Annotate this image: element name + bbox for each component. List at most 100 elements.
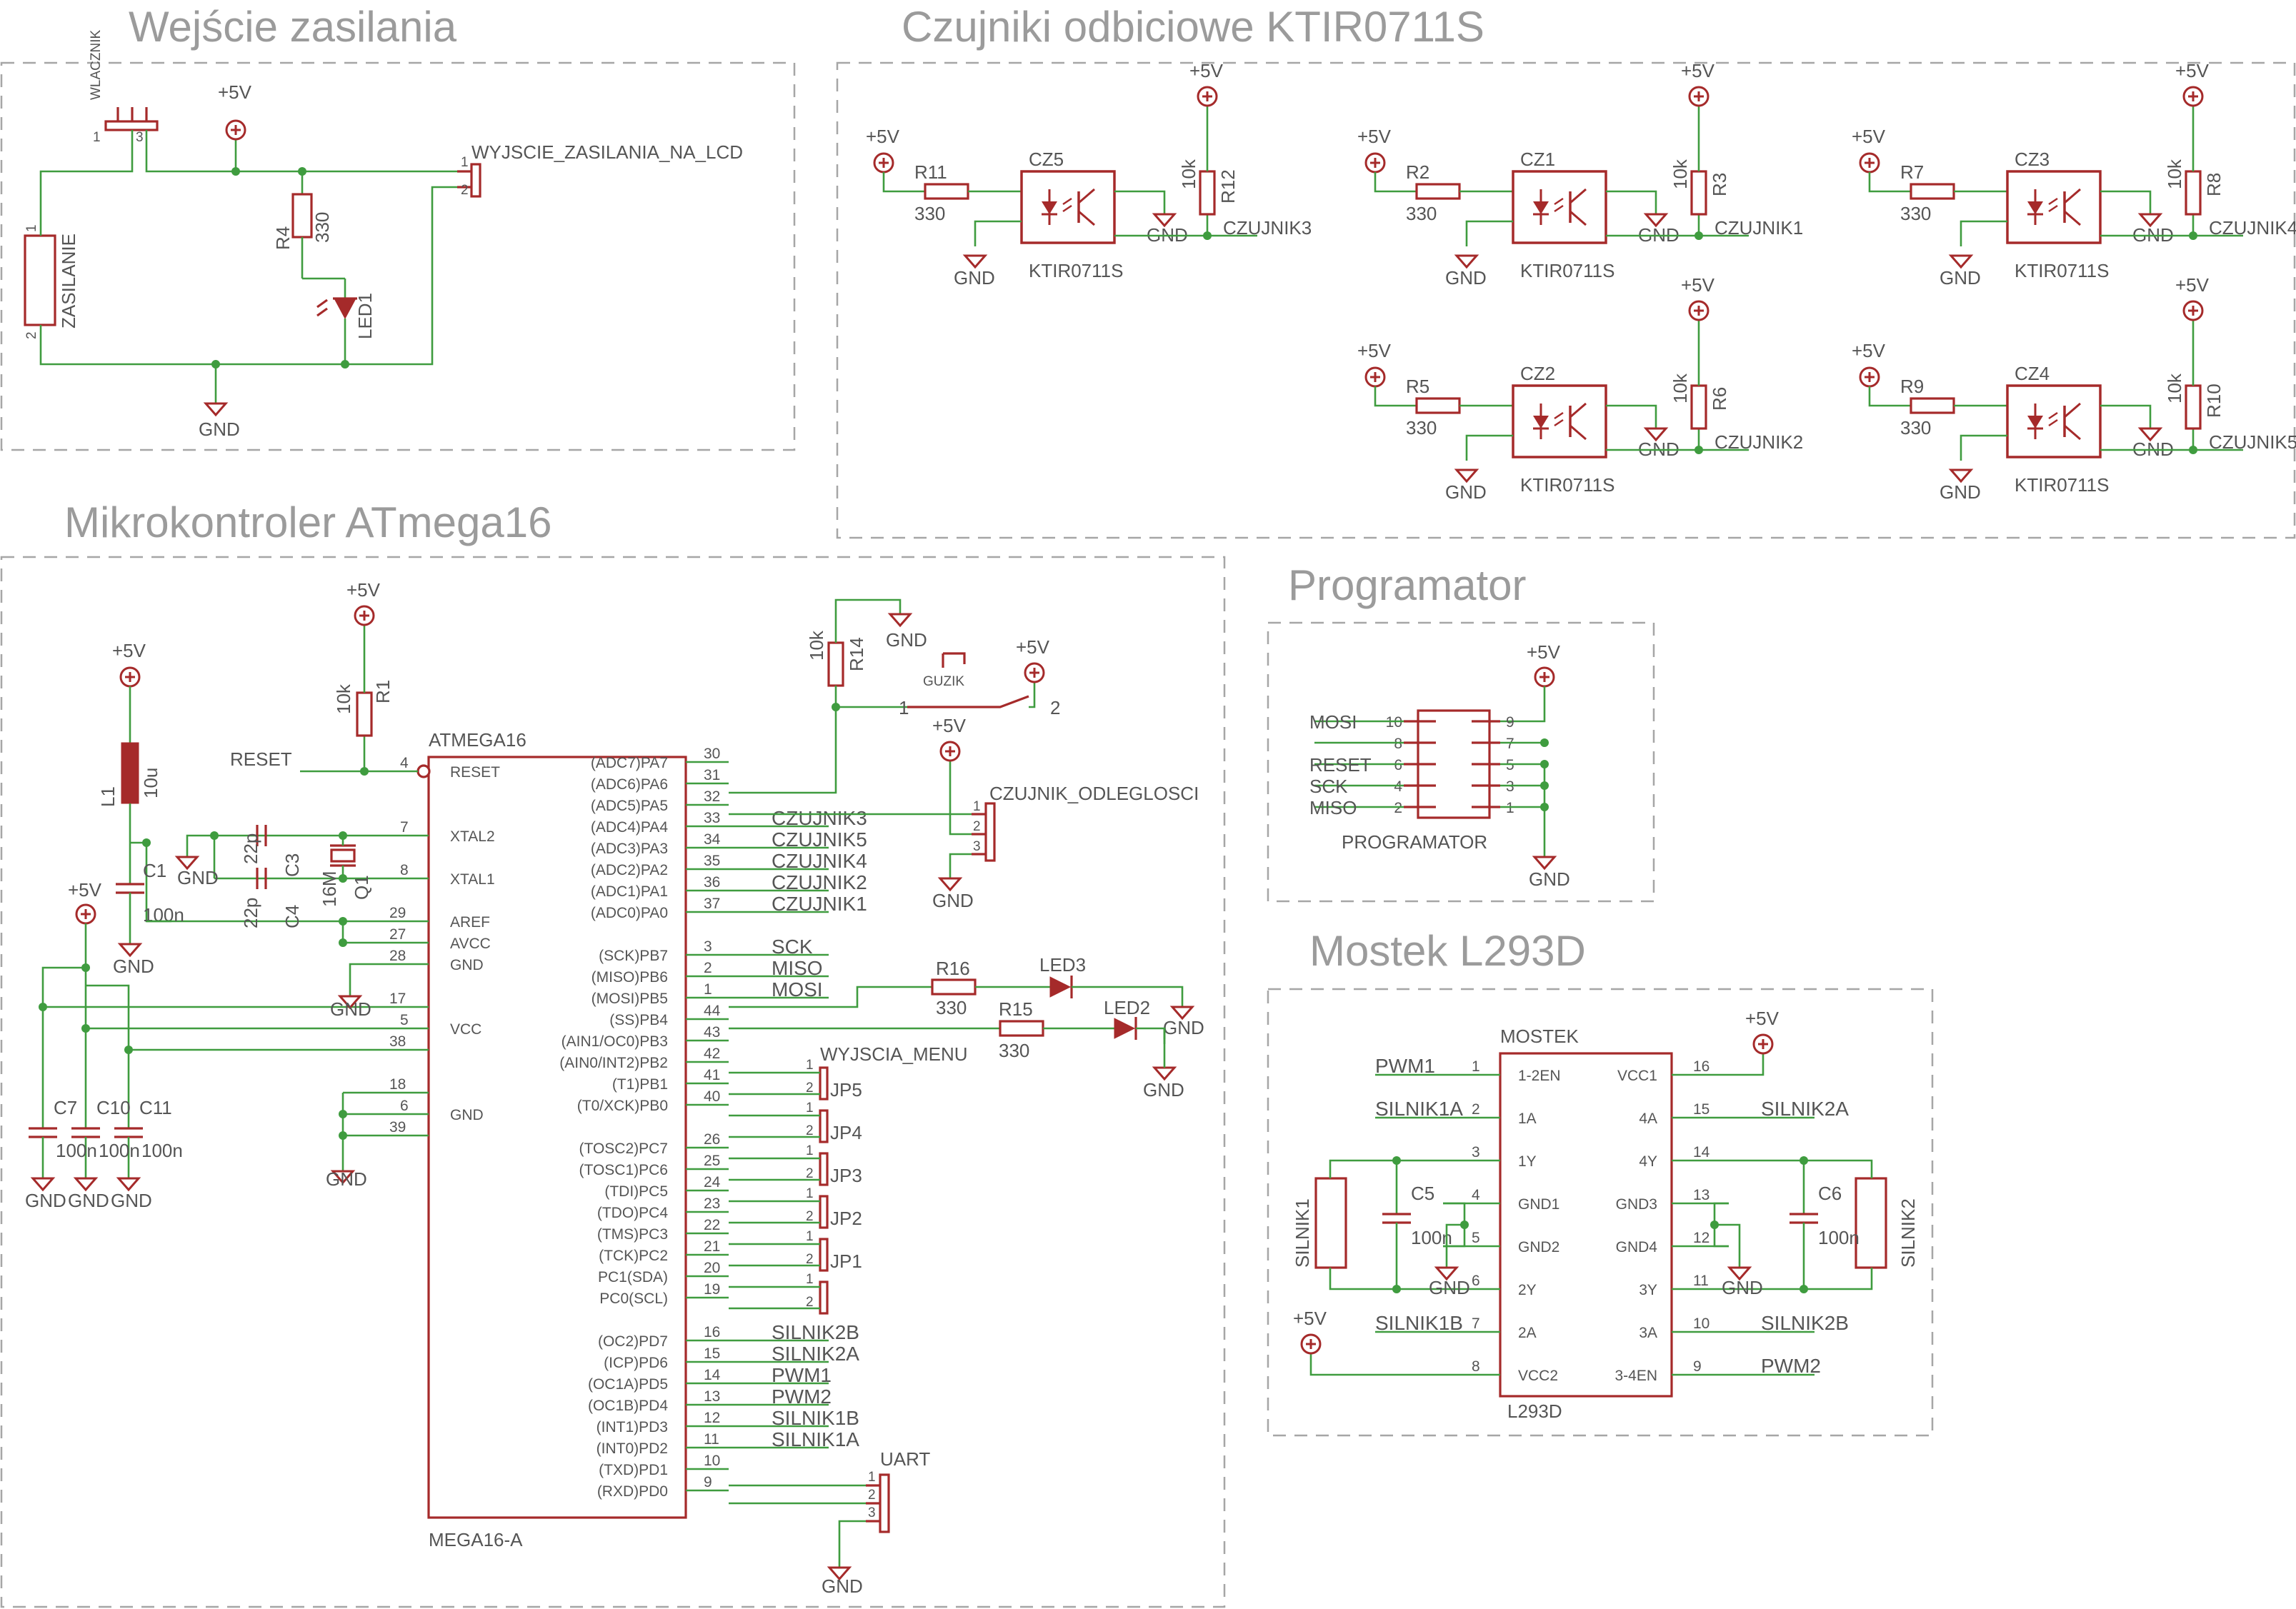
- svg-text:14: 14: [1693, 1144, 1710, 1161]
- svg-text:JP1: JP1: [830, 1250, 862, 1272]
- svg-text:(TDI)PC5: (TDI)PC5: [604, 1183, 668, 1200]
- svg-text:41: 41: [704, 1067, 720, 1083]
- svg-text:(INT1)PD3: (INT1)PD3: [597, 1419, 668, 1435]
- q1-crystal: [330, 848, 356, 863]
- svg-text:SILNIK1A: SILNIK1A: [772, 1428, 859, 1450]
- svg-text:(OC2)PD7: (OC2)PD7: [598, 1333, 668, 1350]
- svg-text:1: 1: [24, 224, 39, 232]
- reset-net: RESET: [230, 748, 292, 770]
- svg-text:4: 4: [400, 755, 409, 771]
- sensor-channel: +5V R2 330 CZ1 KTIR0711S GND GND 10k R3 …: [1357, 60, 1803, 289]
- svg-text:33: 33: [704, 810, 720, 826]
- svg-text:(TOSC2)PC7: (TOSC2)PC7: [579, 1141, 668, 1157]
- svg-text:13: 13: [704, 1388, 720, 1405]
- svg-text:8: 8: [400, 862, 409, 878]
- svg-text:RESET: RESET: [450, 764, 500, 781]
- svg-text:GND: GND: [326, 1168, 367, 1190]
- svg-text:2: 2: [806, 1166, 814, 1181]
- svg-text:13: 13: [1693, 1187, 1709, 1203]
- svg-text:5: 5: [400, 1012, 409, 1028]
- svg-text:10: 10: [1386, 714, 1402, 731]
- silnik1-connector: [1314, 1177, 1347, 1269]
- svg-text:35: 35: [704, 853, 720, 869]
- svg-text:1: 1: [806, 1229, 814, 1244]
- svg-text:MOSI: MOSI: [772, 978, 823, 1001]
- svg-text:SILNIK1A: SILNIK1A: [1375, 1098, 1463, 1120]
- svg-text:(MOSI)PB5: (MOSI)PB5: [592, 991, 668, 1007]
- svg-text:10: 10: [704, 1453, 720, 1469]
- svg-text:4: 4: [1472, 1187, 1480, 1203]
- svg-text:5: 5: [1472, 1230, 1480, 1246]
- svg-text:(SCK)PB7: (SCK)PB7: [599, 948, 668, 964]
- svg-text:R9: R9: [1900, 376, 1924, 397]
- svg-text:PWM1: PWM1: [1375, 1055, 1435, 1077]
- svg-text:(TXD)PD1: (TXD)PD1: [599, 1462, 668, 1478]
- svg-text:4: 4: [1394, 778, 1402, 795]
- svg-text:R1: R1: [372, 680, 394, 703]
- svg-text:26: 26: [704, 1131, 720, 1148]
- svg-text:KTIR0711S: KTIR0711S: [2015, 474, 2109, 496]
- svg-text:+5V: +5V: [1745, 1008, 1780, 1029]
- svg-text:JP2: JP2: [830, 1208, 862, 1229]
- svg-text:+5V: +5V: [866, 126, 900, 147]
- svg-text:32: 32: [704, 788, 720, 805]
- svg-text:16: 16: [704, 1324, 720, 1340]
- svg-text:12: 12: [1693, 1230, 1709, 1246]
- svg-text:330: 330: [999, 1040, 1029, 1061]
- svg-text:C10: C10: [96, 1097, 131, 1118]
- svg-text:+5V: +5V: [1293, 1308, 1327, 1329]
- svg-text:C5: C5: [1411, 1183, 1434, 1204]
- svg-text:CZUJNIK1: CZUJNIK1: [772, 893, 867, 915]
- svg-text:11: 11: [1693, 1273, 1709, 1289]
- svg-text:14: 14: [704, 1367, 721, 1383]
- svg-text:LED3: LED3: [1039, 954, 1086, 976]
- svg-text:22p: 22p: [240, 833, 261, 864]
- svg-text:GND: GND: [1940, 481, 1981, 503]
- svg-text:+5V: +5V: [1852, 126, 1886, 147]
- power-gnd: GND: [199, 418, 240, 440]
- svg-text:3: 3: [704, 938, 712, 955]
- svg-text:CZ4: CZ4: [2015, 363, 2050, 384]
- svg-text:2: 2: [973, 819, 981, 834]
- switch-label: WLACZNIK: [89, 30, 104, 101]
- svg-text:SCK: SCK: [772, 936, 813, 958]
- title-bridge: Mostek L293D: [1309, 927, 1586, 975]
- svg-text:GND: GND: [68, 1190, 109, 1211]
- svg-text:SILNIK2: SILNIK2: [1897, 1198, 1919, 1268]
- svg-text:CZ5: CZ5: [1029, 149, 1064, 170]
- svg-text:9: 9: [704, 1474, 712, 1490]
- frame-programmer: [1267, 621, 1655, 903]
- svg-text:MISO: MISO: [1309, 797, 1357, 818]
- svg-text:330: 330: [311, 212, 333, 243]
- svg-text:GND: GND: [450, 957, 484, 973]
- svg-text:21: 21: [704, 1238, 720, 1255]
- svg-text:(OC1A)PD5: (OC1A)PD5: [588, 1376, 668, 1393]
- svg-text:PC0(SCL): PC0(SCL): [599, 1290, 668, 1307]
- svg-text:R3: R3: [1709, 173, 1730, 196]
- svg-text:+5V: +5V: [1852, 340, 1886, 361]
- svg-text:R7: R7: [1900, 161, 1924, 183]
- led3: [1049, 976, 1072, 998]
- svg-text:+5V: +5V: [1189, 60, 1224, 81]
- svg-text:(RXD)PD0: (RXD)PD0: [597, 1483, 668, 1500]
- svg-text:100n: 100n: [56, 1140, 97, 1161]
- svg-text:(T1)PB1: (T1)PB1: [612, 1076, 668, 1093]
- svg-text:2: 2: [704, 960, 712, 976]
- svg-text:1: 1: [1506, 800, 1514, 816]
- svg-text:15: 15: [1693, 1101, 1709, 1118]
- svg-text:36: 36: [704, 874, 720, 891]
- svg-text:2: 2: [806, 1209, 814, 1224]
- svg-text:330: 330: [1406, 203, 1437, 224]
- svg-text:VCC2: VCC2: [1518, 1368, 1558, 1384]
- title-sensors: Czujniki odbiciowe KTIR0711S: [902, 3, 1484, 51]
- svg-text:3: 3: [868, 1505, 876, 1520]
- svg-text:+5V: +5V: [1681, 60, 1715, 81]
- svg-text:9: 9: [1693, 1358, 1702, 1375]
- svg-text:C4: C4: [281, 905, 303, 928]
- svg-text:JP5: JP5: [830, 1079, 862, 1101]
- svg-text:GND: GND: [822, 1575, 863, 1597]
- svg-text:18: 18: [389, 1076, 406, 1093]
- svg-text:GND: GND: [1429, 1277, 1470, 1298]
